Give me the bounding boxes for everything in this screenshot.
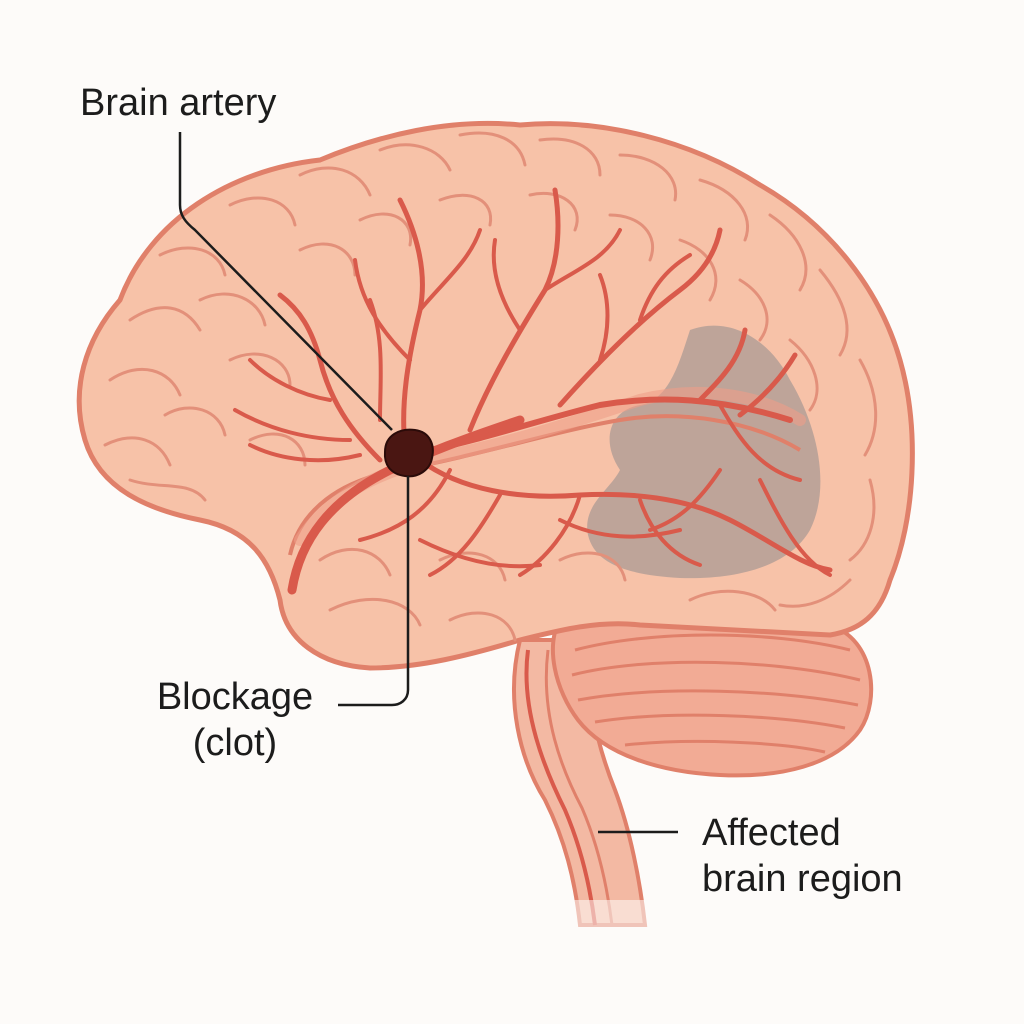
blockage-text-line2: (clot)	[192, 722, 278, 764]
leader-line-brain-artery	[178, 132, 393, 431]
brainstem-vessel	[524, 649, 597, 926]
affected-region-text-line2: brain region	[702, 858, 903, 900]
affected-region-text-line1: Affected	[702, 812, 841, 854]
blockage-label: Blockage (clot)	[140, 674, 330, 766]
brainstem-vessel-2	[544, 649, 614, 926]
gyri-lines	[103, 131, 878, 642]
affected-region-label: Affected brain region	[702, 810, 903, 902]
brain-artery-label: Brain artery	[80, 80, 276, 126]
brain-artery-text: Brain artery	[80, 82, 277, 124]
leader-line-blockage	[338, 476, 410, 707]
cerebellum-folia	[571, 633, 861, 754]
blockage-text-line1: Blockage	[156, 676, 314, 718]
clot	[383, 428, 434, 478]
